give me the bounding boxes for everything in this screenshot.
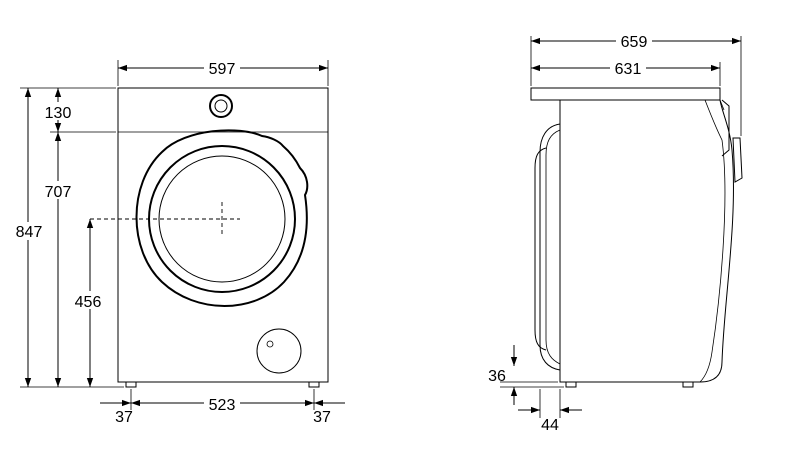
dim-door-center-height: 456 bbox=[75, 294, 102, 311]
front-foot-right bbox=[308, 381, 320, 388]
side-door-profile bbox=[534, 123, 561, 371]
dim-foot-offset-left: 37 bbox=[115, 409, 133, 426]
dim-total-depth: 659 bbox=[621, 34, 648, 51]
program-knob-icon bbox=[209, 94, 233, 118]
dim-top-panel-height: 130 bbox=[45, 105, 72, 122]
dim-foot-span: 523 bbox=[209, 397, 236, 414]
front-view: 597 847 130 707 456 37 523 37 bbox=[12, 58, 345, 426]
side-body bbox=[559, 99, 734, 383]
dim-door-top-height: 707 bbox=[45, 184, 72, 201]
filter-cover-icon bbox=[256, 328, 302, 374]
dim-front-width: 597 bbox=[209, 61, 236, 78]
side-view: 659 631 36 44 bbox=[488, 32, 743, 434]
door-handle-icon bbox=[721, 99, 743, 183]
dim-total-height: 847 bbox=[16, 224, 43, 241]
front-foot-left bbox=[125, 381, 137, 388]
door-center-mark bbox=[90, 202, 240, 236]
side-body-inner bbox=[699, 99, 726, 383]
dim-foot-height: 36 bbox=[488, 368, 506, 385]
side-foot-rear bbox=[565, 381, 577, 388]
dim-foot-offset-right: 37 bbox=[313, 409, 331, 426]
side-top-plate bbox=[530, 87, 721, 101]
side-foot-front bbox=[682, 381, 694, 388]
front-cabinet bbox=[117, 87, 329, 383]
dim-foot-inset: 44 bbox=[541, 417, 559, 434]
dim-body-depth: 631 bbox=[615, 61, 642, 78]
